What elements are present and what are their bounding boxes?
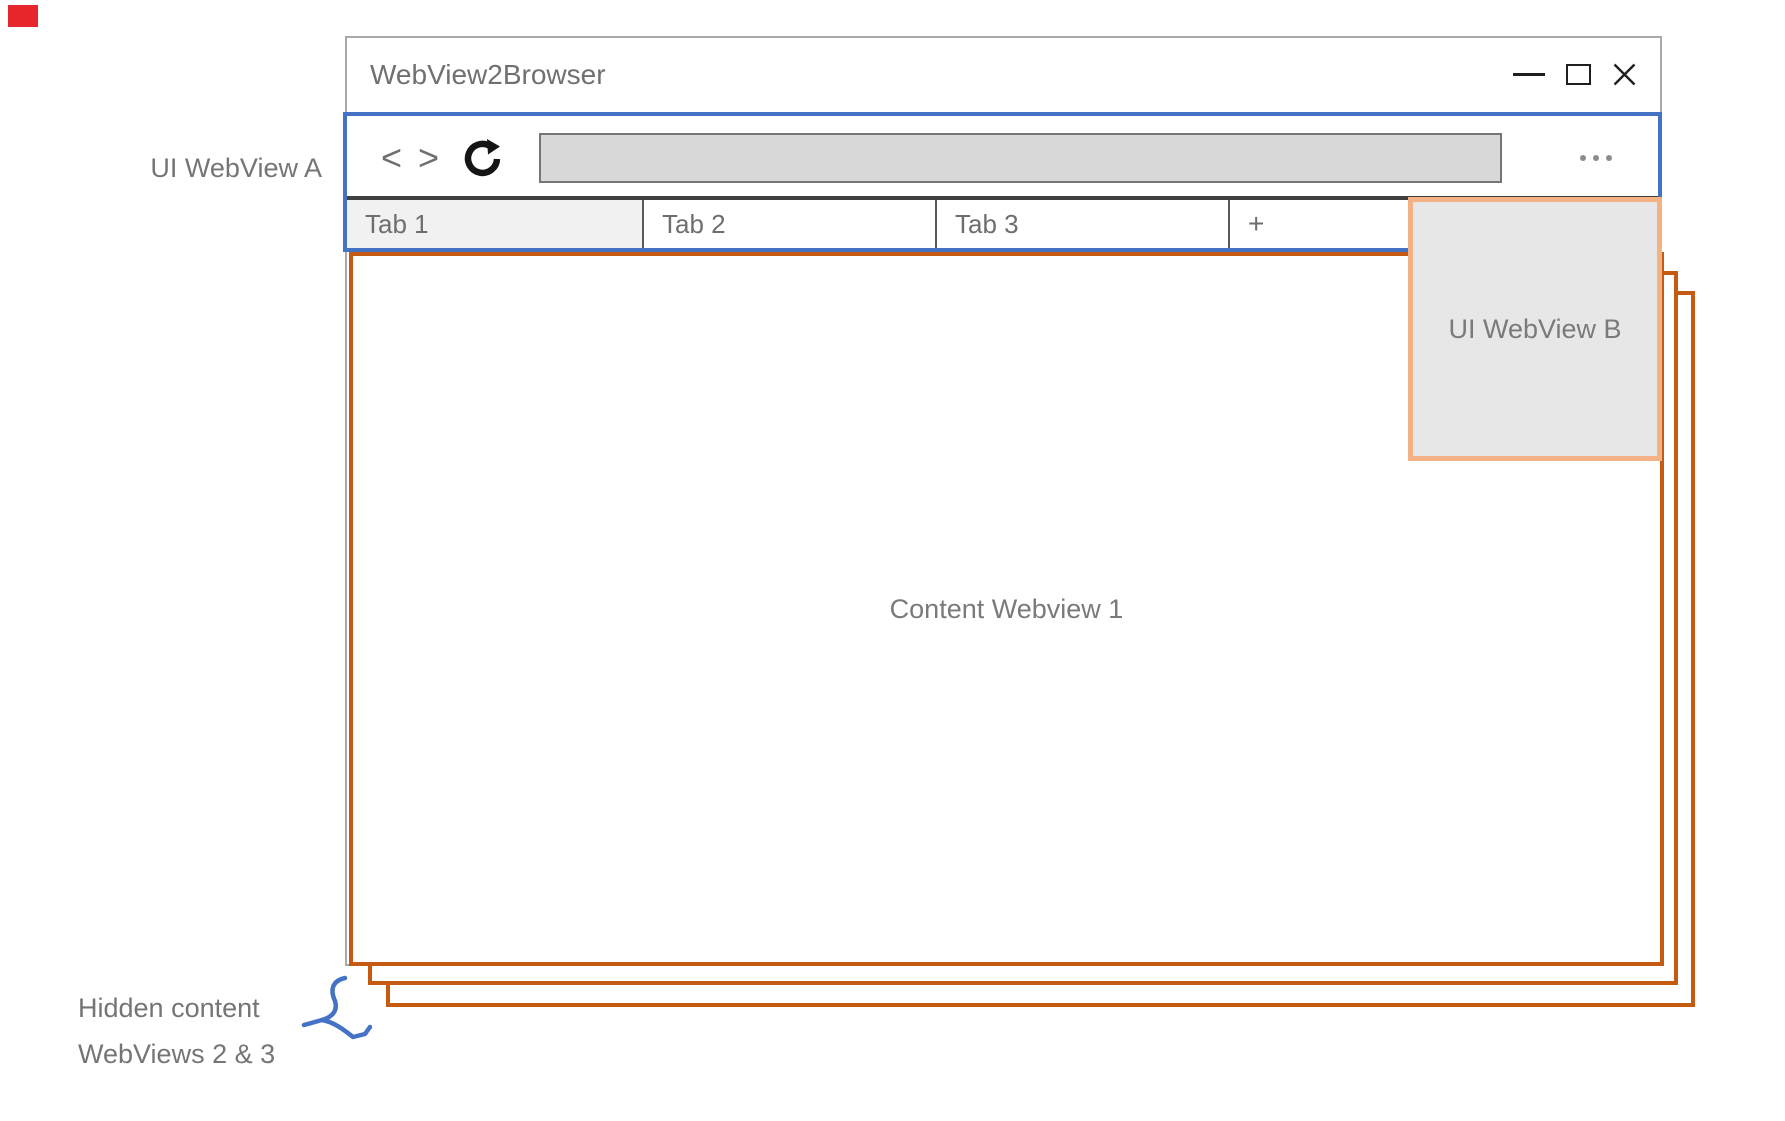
- corner-marker: [8, 5, 38, 27]
- minimize-button[interactable]: [1513, 72, 1545, 76]
- hidden-webviews-label-line1: Hidden content: [78, 993, 260, 1023]
- refresh-icon: [464, 139, 501, 177]
- close-icon: [1613, 63, 1636, 85]
- window-controls: [1513, 60, 1637, 88]
- hidden-webviews-label: Hidden content WebViews 2 & 3: [78, 985, 275, 1077]
- content-webview-1-label: Content Webview 1: [889, 593, 1124, 624]
- hidden-webviews-label-line2: WebViews 2 & 3: [78, 1039, 276, 1069]
- ellipsis-icon: [1606, 155, 1612, 161]
- navigation-bar: < >: [347, 116, 1658, 200]
- ellipsis-icon: [1580, 155, 1586, 161]
- close-button[interactable]: [1612, 62, 1637, 87]
- menu-button[interactable]: [1580, 155, 1612, 161]
- brace-annotation-icon: [296, 966, 380, 1046]
- ui-webview-b-box: UI WebView B: [1408, 197, 1662, 461]
- ui-webview-b-label: UI WebView B: [1448, 313, 1622, 344]
- refresh-button[interactable]: [463, 139, 501, 177]
- back-button[interactable]: <: [381, 137, 403, 178]
- title-bar: WebView2Browser: [345, 38, 1660, 112]
- ui-webview-a-label: UI WebView A: [150, 153, 322, 183]
- window-title: WebView2Browser: [370, 59, 606, 90]
- tab-2[interactable]: Tab 2: [644, 200, 937, 248]
- tab-1[interactable]: Tab 1: [347, 200, 644, 248]
- ellipsis-icon: [1593, 155, 1599, 161]
- maximize-button[interactable]: [1566, 63, 1591, 85]
- tab-3[interactable]: Tab 3: [937, 200, 1230, 248]
- address-bar[interactable]: [539, 133, 1503, 183]
- forward-button[interactable]: >: [418, 137, 440, 178]
